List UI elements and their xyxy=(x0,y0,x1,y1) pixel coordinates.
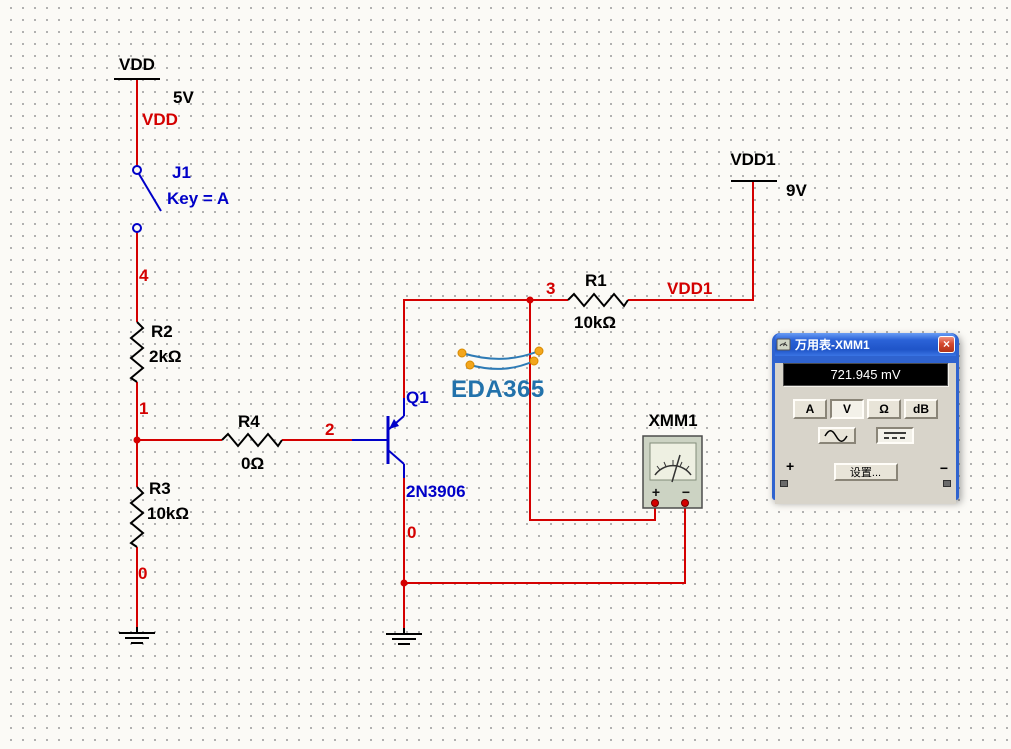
dc-line-icon xyxy=(883,432,906,439)
r3-value-label[interactable]: 10kΩ xyxy=(147,504,189,523)
net-label-0-left[interactable]: 0 xyxy=(138,564,148,583)
xmm1-plus-terminal-label: + xyxy=(652,484,660,500)
settings-button[interactable]: 设置... xyxy=(833,463,898,481)
close-button[interactable]: × xyxy=(938,336,955,353)
junction-dots xyxy=(133,296,534,587)
window-title: 万用表-XMM1 xyxy=(795,338,870,352)
q1-ref-label[interactable]: Q1 xyxy=(406,388,429,407)
positive-terminal-jack[interactable] xyxy=(780,480,788,487)
ground-symbol-left[interactable] xyxy=(119,627,155,644)
q1-part-label[interactable]: 2N3906 xyxy=(406,482,466,501)
eda365-logo-graphic xyxy=(457,346,544,370)
xmm1-instrument-icon[interactable]: + − xyxy=(642,435,703,509)
sine-wave-icon xyxy=(823,430,848,442)
mode-ampere-button[interactable]: A xyxy=(793,399,827,419)
net-label-0-mid[interactable]: 0 xyxy=(407,523,417,542)
switch-j1-symbol[interactable] xyxy=(132,165,162,233)
ground-symbol-mid[interactable] xyxy=(386,628,422,645)
negative-terminal-jack[interactable] xyxy=(943,480,951,487)
xmm1-plus-terminal[interactable] xyxy=(651,499,659,507)
window-titlebar[interactable]: 万用表-XMM1 × xyxy=(775,333,956,356)
terminal-row: + 设置... − xyxy=(775,454,956,487)
switch-key-label[interactable]: Key = A xyxy=(167,189,230,208)
net-label-1[interactable]: 1 xyxy=(139,399,149,418)
eda365-watermark-text: EDA365 xyxy=(451,376,545,403)
xmm1-minus-terminal-label: − xyxy=(682,484,690,500)
positive-terminal-label: + xyxy=(786,458,795,474)
net-label-2[interactable]: 2 xyxy=(325,420,335,439)
wire-net[interactable] xyxy=(136,80,754,628)
signal-mode-row xyxy=(775,427,956,444)
switch-ref-label[interactable]: J1 xyxy=(172,163,191,182)
xmm1-ref-label[interactable]: XMM1 xyxy=(648,411,698,430)
r2-value-label[interactable]: 2kΩ xyxy=(149,347,182,366)
pnp-emitter-arrow-icon xyxy=(389,419,399,429)
ac-mode-button[interactable] xyxy=(817,427,856,444)
multimeter-panel-window: 万用表-XMM1 × 721.945 mV A V Ω dB xyxy=(772,333,959,504)
multimeter-reading-display: 721.945 mV xyxy=(783,363,948,386)
mode-volt-button[interactable]: V xyxy=(830,399,864,419)
r1-value-label[interactable]: 10kΩ xyxy=(574,313,616,332)
vdd-voltage-label[interactable]: 5V xyxy=(173,88,194,107)
resistor-r3-symbol[interactable] xyxy=(129,486,145,548)
xmm1-minus-terminal[interactable] xyxy=(681,499,689,507)
r1-ref-label[interactable]: R1 xyxy=(585,271,607,290)
r3-ref-label[interactable]: R3 xyxy=(149,479,171,498)
r4-ref-label[interactable]: R4 xyxy=(238,412,260,431)
mode-db-button[interactable]: dB xyxy=(904,399,938,419)
resistor-r4-symbol[interactable] xyxy=(221,432,283,448)
mode-button-row: A V Ω dB xyxy=(775,399,956,419)
resistor-r1-symbol[interactable] xyxy=(567,292,629,308)
vdd1-net-label[interactable]: VDD1 xyxy=(667,279,713,298)
net-label-4[interactable]: 4 xyxy=(139,266,149,285)
vdd1-symbol-label[interactable]: VDD1 xyxy=(730,150,776,169)
r4-value-label[interactable]: 0Ω xyxy=(241,454,265,473)
net-label-3[interactable]: 3 xyxy=(546,279,556,298)
dc-mode-button[interactable] xyxy=(875,427,914,444)
vdd1-voltage-label[interactable]: 9V xyxy=(786,181,807,200)
negative-terminal-label: − xyxy=(939,460,948,476)
meter-needle-icon xyxy=(671,454,681,483)
r2-ref-label[interactable]: R2 xyxy=(151,322,173,341)
mode-ohm-button[interactable]: Ω xyxy=(867,399,901,419)
resistor-r2-symbol[interactable] xyxy=(129,321,145,383)
multimeter-body: 721.945 mV A V Ω dB xyxy=(775,363,956,504)
multimeter-window-icon xyxy=(776,338,791,351)
transistor-q1-symbol[interactable] xyxy=(352,398,405,478)
vdd-net-label[interactable]: VDD xyxy=(142,110,178,129)
vdd-symbol-label[interactable]: VDD xyxy=(119,55,155,74)
